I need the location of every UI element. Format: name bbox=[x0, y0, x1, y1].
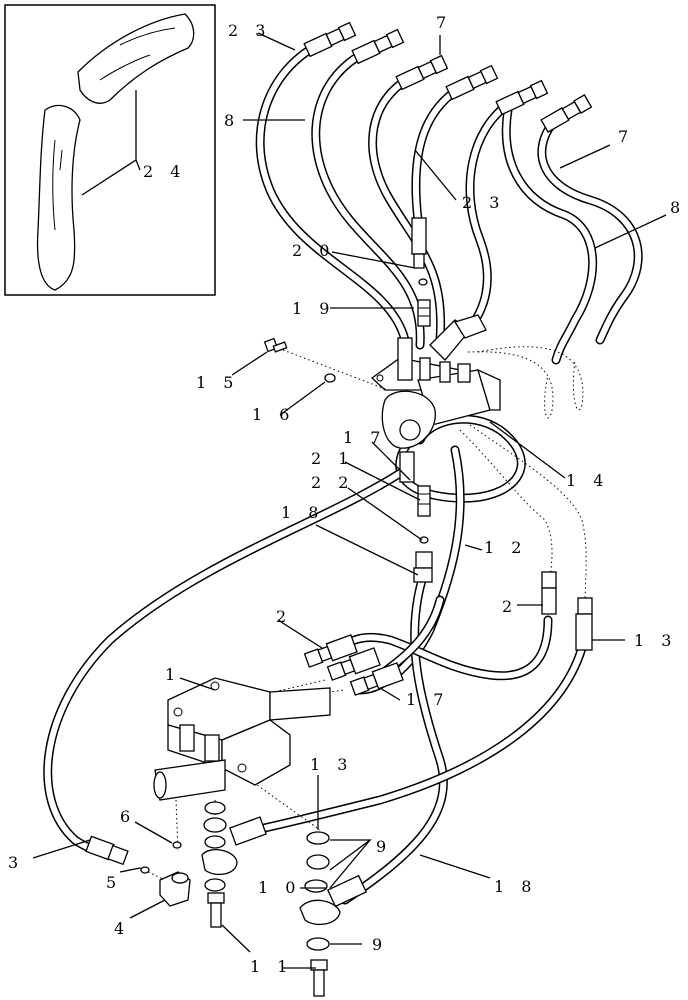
fitting-stack-upper bbox=[411, 217, 431, 327]
callout-labels: 2 3 7 8 2 4 2 3 7 8 2 0 1 9 1 5 1 6 1 7 … bbox=[8, 13, 686, 976]
callout-14: 1 4 bbox=[566, 471, 609, 490]
callout-13a: 1 3 bbox=[634, 631, 677, 650]
valve-fittings bbox=[303, 634, 404, 696]
callout-4: 4 bbox=[114, 919, 130, 938]
callout-21: 2 1 bbox=[311, 449, 354, 468]
washer-16 bbox=[324, 373, 336, 383]
hose-group bbox=[43, 40, 643, 905]
callout-24: 2 4 bbox=[143, 162, 186, 181]
callout-12: 1 2 bbox=[484, 538, 527, 557]
inset-detail-box bbox=[4, 4, 216, 296]
manifold-block bbox=[370, 314, 501, 449]
callout-19: 1 9 bbox=[292, 299, 335, 318]
o-ring-6 bbox=[172, 841, 182, 849]
callout-13b: 1 3 bbox=[310, 755, 353, 774]
callout-17a: 1 7 bbox=[343, 428, 386, 447]
callout-20: 2 0 bbox=[292, 241, 335, 260]
callout-6: 6 bbox=[120, 807, 136, 826]
callout-18a: 1 8 bbox=[281, 503, 324, 522]
callout-8a: 8 bbox=[224, 111, 240, 130]
callout-8b: 8 bbox=[670, 198, 686, 217]
callout-23a: 2 3 bbox=[228, 21, 271, 40]
callout-2a: 2 bbox=[276, 607, 292, 626]
callout-1: 1 bbox=[165, 665, 181, 684]
callout-18b: 1 8 bbox=[494, 877, 537, 896]
callout-10: 1 0 bbox=[258, 878, 301, 897]
washer-stack-right bbox=[299, 831, 341, 997]
control-valve bbox=[153, 677, 331, 801]
banjo-fitting-13 bbox=[229, 816, 267, 846]
callout-7a: 7 bbox=[436, 13, 452, 32]
top-hose-fittings bbox=[303, 21, 593, 133]
fitting-stack-middle bbox=[399, 451, 433, 583]
callout-22: 2 2 bbox=[311, 473, 354, 492]
bolt-15 bbox=[263, 337, 288, 353]
callout-9b: 9 bbox=[372, 935, 388, 954]
callout-2b: 2 bbox=[502, 597, 518, 616]
callout-16: 1 6 bbox=[252, 405, 295, 424]
leader-lines bbox=[32, 32, 667, 969]
callout-15: 1 5 bbox=[196, 373, 239, 392]
callout-17b: 1 7 bbox=[406, 690, 449, 709]
callout-7b: 7 bbox=[618, 127, 634, 146]
callout-11: 1 1 bbox=[250, 957, 293, 976]
callout-5: 5 bbox=[106, 873, 122, 892]
right-lower-fittings bbox=[541, 571, 593, 651]
banjo-fitting-18 bbox=[326, 874, 368, 908]
hose-3-end-fitting bbox=[85, 835, 129, 866]
o-ring-5 bbox=[140, 866, 150, 874]
callout-23b: 2 3 bbox=[462, 193, 505, 212]
callout-9a: 9 bbox=[376, 837, 392, 856]
washer-stack-left bbox=[201, 801, 238, 928]
callout-3: 3 bbox=[8, 853, 24, 872]
elbow-fitting-4 bbox=[159, 871, 191, 907]
